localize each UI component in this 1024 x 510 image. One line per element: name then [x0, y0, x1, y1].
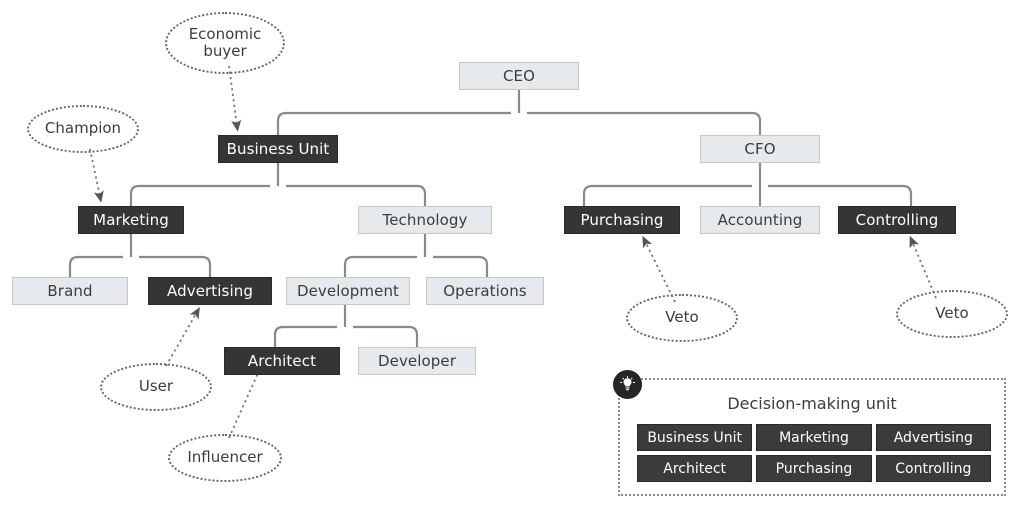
- annotation-label: Veto: [665, 308, 699, 327]
- edge-cfo-controlling: [902, 184, 913, 207]
- node-label: Advertising: [167, 282, 253, 300]
- leader-user: [165, 307, 200, 367]
- node-label: Brand: [47, 282, 93, 300]
- node-ceo[interactable]: CEO: [459, 62, 579, 90]
- legend-cell[interactable]: Advertising: [875, 424, 991, 451]
- annotation-label: User: [138, 377, 174, 396]
- node-label: Development: [296, 282, 400, 300]
- annotation-veto-controlling[interactable]: Veto: [896, 290, 1008, 338]
- node-label: Architect: [247, 352, 317, 370]
- annotation-champion[interactable]: Champion: [27, 105, 139, 153]
- legend-cell[interactable]: Controlling: [875, 455, 991, 482]
- edge-ceo-cfo: [751, 111, 762, 135]
- legend-cell[interactable]: Purchasing: [756, 455, 872, 482]
- edge-bu-technology: [416, 184, 427, 206]
- node-label: Marketing: [93, 211, 169, 229]
- edge-technology-operations: [478, 255, 489, 277]
- legend-cell[interactable]: Architect: [637, 455, 753, 482]
- legend-member-grid: Business Unit Marketing Advertising Arch…: [637, 424, 991, 482]
- annotation-influencer[interactable]: Influencer: [168, 434, 282, 482]
- node-architect[interactable]: Architect: [224, 347, 340, 375]
- node-label: Operations: [443, 282, 527, 300]
- edge-bu-marketing: [129, 184, 140, 206]
- annotation-user[interactable]: User: [100, 363, 212, 411]
- leader-influencer: [228, 358, 265, 439]
- node-cfo[interactable]: CFO: [700, 135, 820, 163]
- leader-veto-controlling: [909, 235, 937, 299]
- leader-champion: [89, 148, 104, 203]
- node-label: CEO: [502, 67, 536, 85]
- edge-ceo-business-unit: [276, 111, 287, 135]
- edge-technology-development: [343, 255, 354, 277]
- legend-title: Decision-making unit: [727, 394, 897, 413]
- edge-development-architect: [273, 325, 284, 347]
- node-brand[interactable]: Brand: [12, 277, 128, 305]
- edge-cfo-purchasing: [582, 184, 593, 207]
- annotation-label: Influencer: [187, 448, 263, 467]
- edge-marketing-brand: [68, 255, 79, 277]
- annotation-label: Veto: [935, 304, 969, 323]
- node-label: Controlling: [855, 211, 939, 229]
- lightbulb-icon: [613, 370, 642, 399]
- node-developer[interactable]: Developer: [358, 347, 476, 375]
- node-purchasing[interactable]: Purchasing: [564, 206, 680, 234]
- node-label: Developer: [377, 352, 457, 370]
- node-business-unit[interactable]: Business Unit: [218, 135, 338, 163]
- edge-development-developer: [408, 325, 419, 347]
- node-advertising[interactable]: Advertising: [148, 277, 272, 305]
- annotation-economic-buyer[interactable]: Economic buyer: [165, 12, 285, 74]
- node-development[interactable]: Development: [286, 277, 410, 305]
- legend-cell[interactable]: Business Unit: [637, 424, 753, 451]
- legend-panel: Decision-making unit Business Unit Marke…: [618, 378, 1006, 496]
- annotation-label: Economic buyer: [188, 24, 262, 60]
- leader-veto-purchasing: [642, 235, 676, 303]
- node-label: Business Unit: [226, 140, 330, 158]
- node-operations[interactable]: Operations: [426, 277, 544, 305]
- node-technology[interactable]: Technology: [358, 206, 492, 234]
- node-controlling[interactable]: Controlling: [838, 206, 956, 234]
- edge-marketing-advertising: [201, 255, 212, 277]
- node-label: Accounting: [717, 211, 803, 229]
- node-label: CFO: [744, 140, 776, 158]
- leader-economic-buyer: [228, 65, 242, 132]
- annotation-label: Champion: [44, 119, 122, 138]
- node-label: Purchasing: [580, 211, 664, 229]
- legend-cell[interactable]: Marketing: [756, 424, 872, 451]
- node-accounting[interactable]: Accounting: [700, 206, 820, 234]
- node-marketing[interactable]: Marketing: [78, 206, 184, 234]
- annotation-veto-purchasing[interactable]: Veto: [626, 294, 738, 342]
- node-label: Technology: [382, 211, 468, 229]
